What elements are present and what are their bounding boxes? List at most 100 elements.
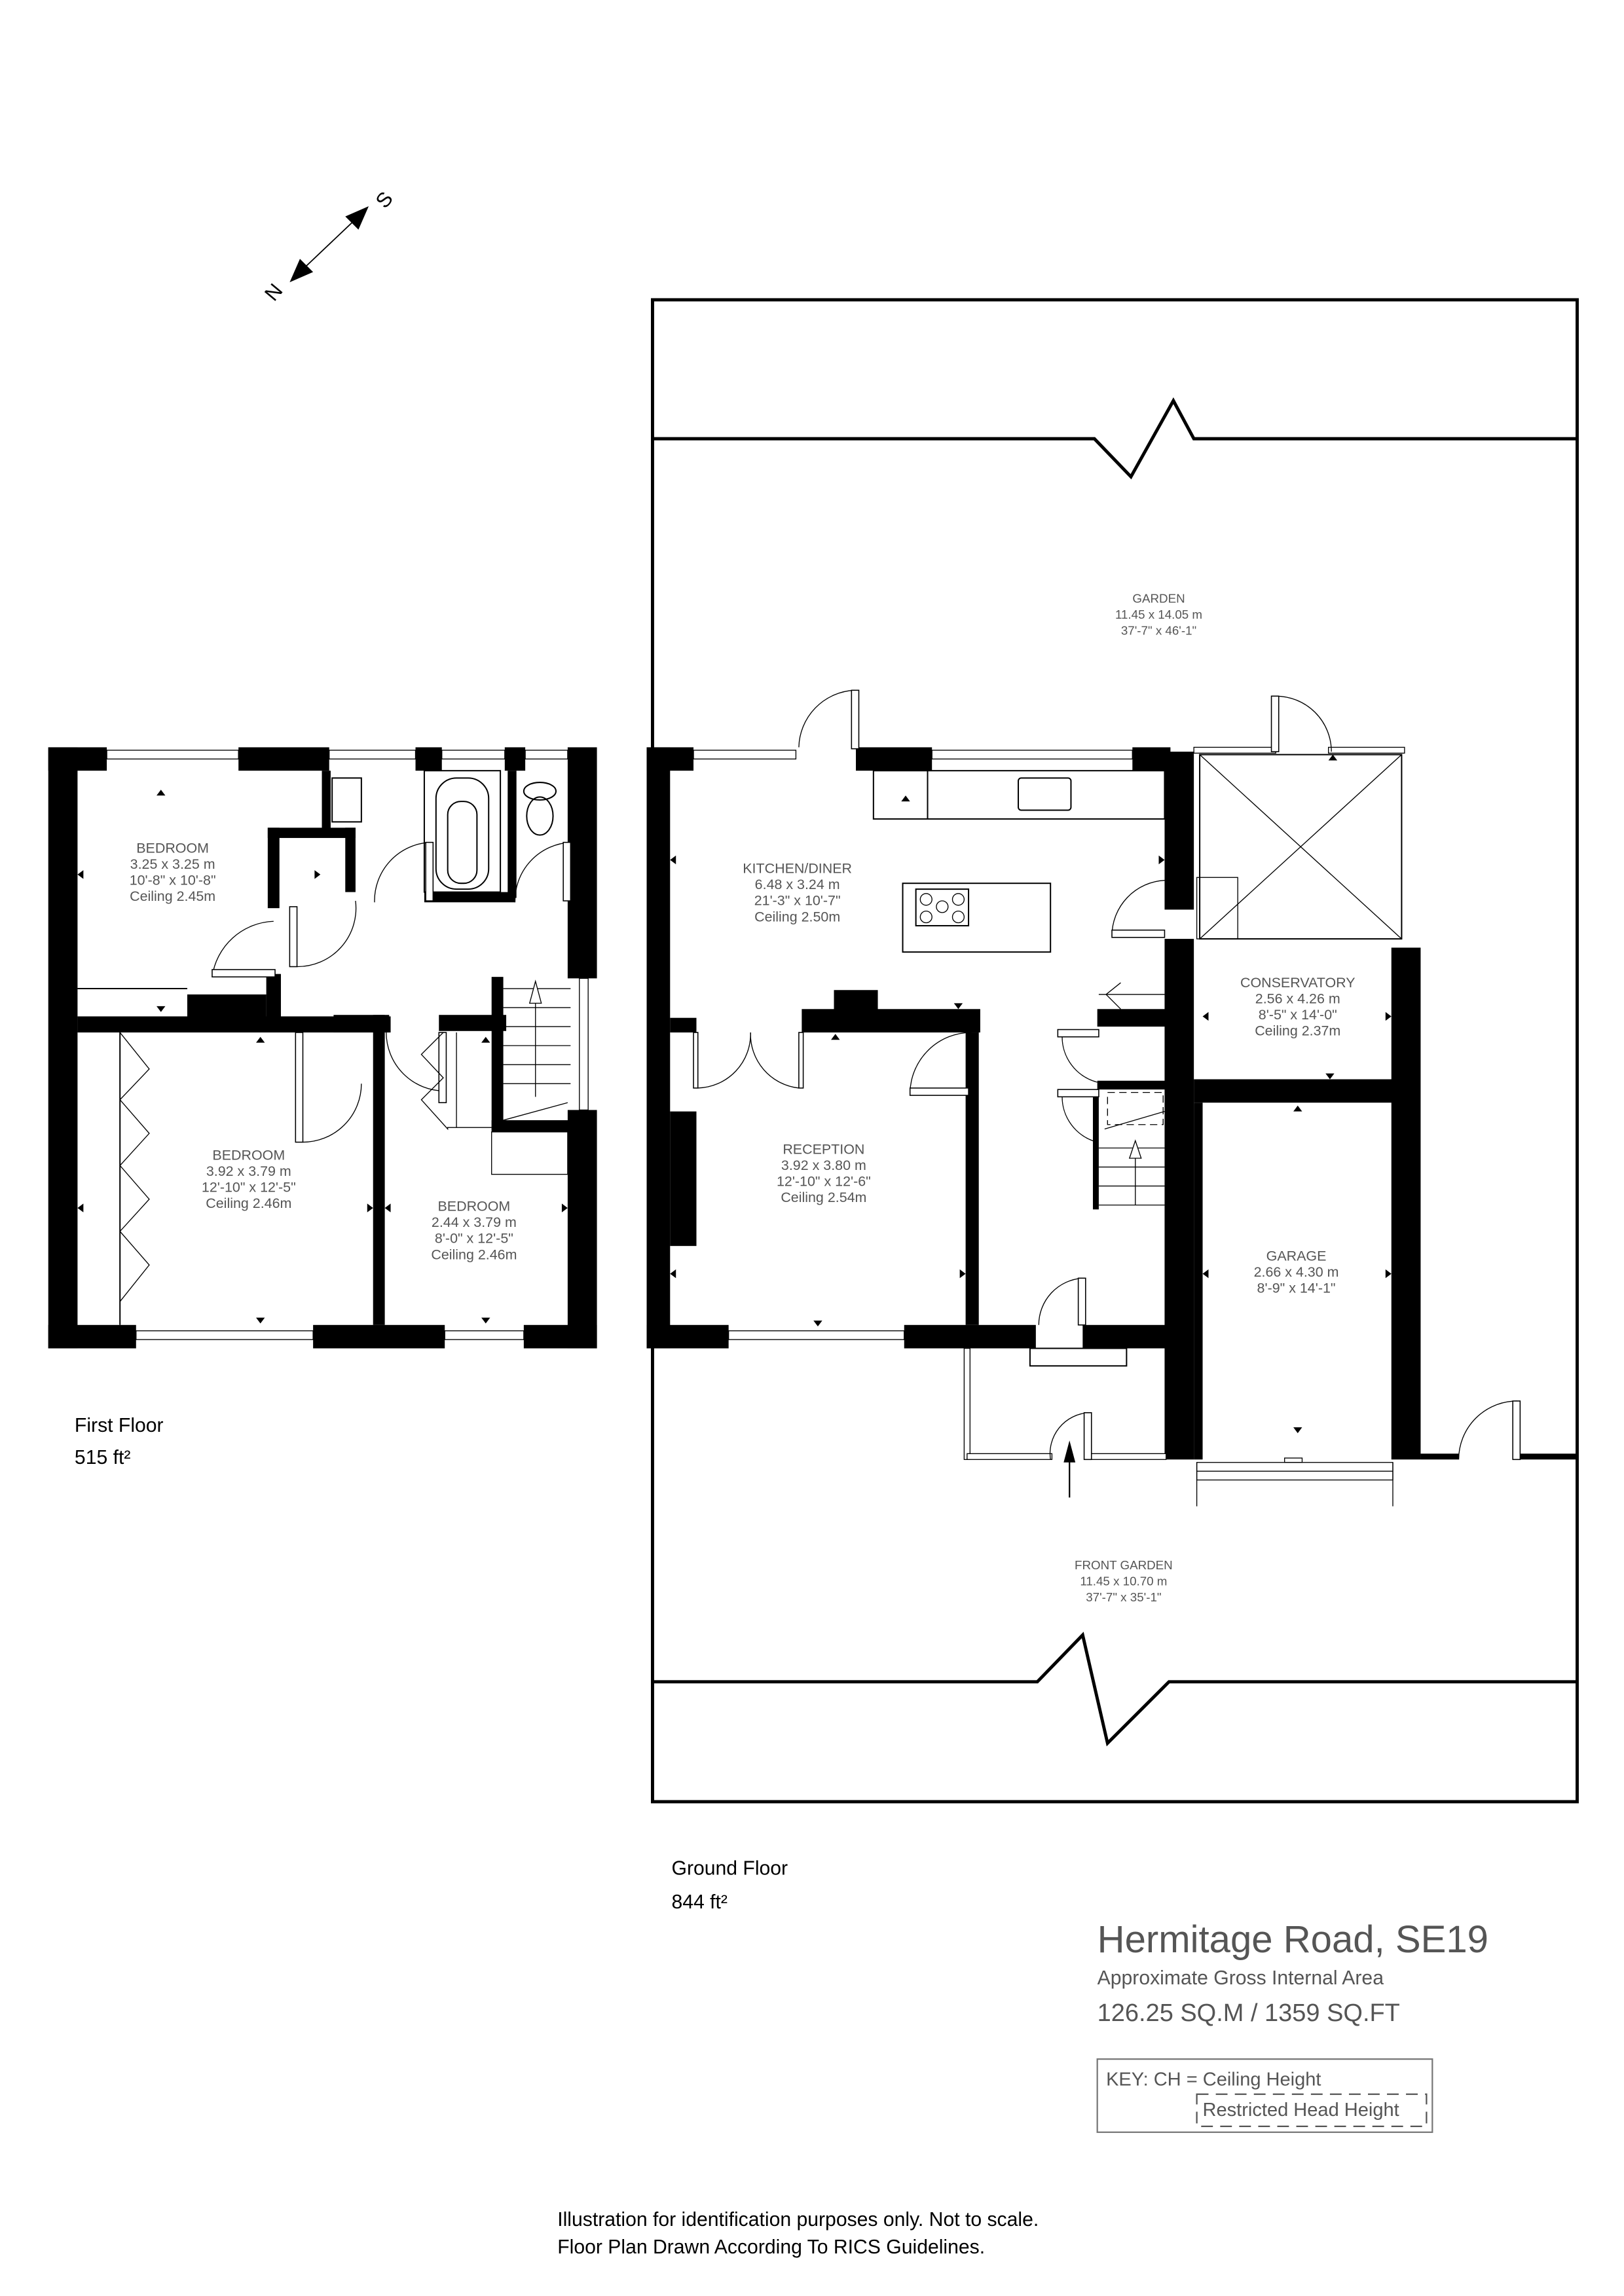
dimension-marker-icon bbox=[1293, 1427, 1302, 1434]
dimension-marker-icon bbox=[670, 1269, 676, 1279]
door-swing bbox=[514, 841, 571, 903]
dimension-marker-icon bbox=[157, 790, 166, 796]
dimension-marker-icon bbox=[157, 1006, 166, 1012]
room-name: FRONT GARDEN bbox=[1075, 1558, 1173, 1572]
room-label-bedroom-1: BEDROOM 3.25 x 3.25 m 10'-8" x 10'-8" Ce… bbox=[130, 840, 216, 904]
door-swing bbox=[212, 920, 274, 977]
dimension-marker-icon bbox=[1328, 754, 1338, 761]
first-floor-area: 515 ft² bbox=[75, 1447, 130, 1468]
door bbox=[1270, 695, 1280, 752]
wall bbox=[48, 1324, 136, 1349]
ground-floor-label: Ground Floor bbox=[672, 1858, 788, 1880]
dimension-marker-icon bbox=[959, 1269, 966, 1279]
room-name: GARAGE bbox=[1266, 1248, 1327, 1264]
room-name: CONSERVATORY bbox=[1240, 975, 1356, 991]
dimension-marker-icon bbox=[1385, 1269, 1392, 1279]
compass-south-label: S bbox=[371, 187, 397, 212]
dimension-marker-icon bbox=[1385, 1011, 1392, 1021]
total-area: 126.25 SQ.M / 1359 SQ.FT bbox=[1098, 1999, 1400, 2027]
door bbox=[295, 1032, 304, 1143]
conservatory-roof bbox=[1199, 754, 1402, 939]
room-imperial: 12'-10" x 12'-5" bbox=[202, 1180, 296, 1195]
room-metric: 6.48 x 3.24 m bbox=[755, 877, 840, 892]
door bbox=[1057, 1089, 1099, 1098]
room-metric: 3.92 x 3.79 m bbox=[206, 1163, 291, 1179]
door-swing bbox=[750, 1032, 799, 1089]
bathtub-icon bbox=[423, 770, 502, 893]
wall bbox=[415, 747, 442, 771]
door bbox=[851, 689, 860, 750]
window bbox=[525, 750, 568, 759]
room-ceiling: Ceiling 2.45m bbox=[130, 888, 215, 904]
front-door bbox=[1077, 1277, 1086, 1326]
wall bbox=[1097, 1080, 1171, 1090]
porch-window bbox=[967, 1453, 1053, 1460]
door-swing bbox=[798, 689, 855, 748]
south-arrow-icon bbox=[345, 206, 369, 230]
wall bbox=[904, 1324, 1036, 1349]
window bbox=[1193, 746, 1276, 754]
room-label-garden: GARDEN 11.45 x 14.05 m 37'-7" x 46'-1" bbox=[1115, 591, 1202, 637]
window bbox=[441, 750, 506, 759]
dimension-marker-icon bbox=[1158, 855, 1165, 865]
conservatory-roof bbox=[1199, 754, 1403, 940]
staircase bbox=[1098, 982, 1165, 1206]
dimension-marker-icon bbox=[481, 1036, 490, 1043]
door bbox=[909, 1087, 969, 1096]
disclaimer-line-2: Floor Plan Drawn According To RICS Guide… bbox=[557, 2236, 985, 2258]
property-title: Hermitage Road, SE19 bbox=[1098, 1918, 1488, 1961]
dimension-marker-icon bbox=[314, 870, 321, 879]
wall bbox=[322, 771, 331, 837]
wall bbox=[267, 828, 280, 909]
wall bbox=[1194, 1079, 1399, 1103]
room-metric: 3.92 x 3.80 m bbox=[781, 1157, 866, 1173]
wall bbox=[1164, 752, 1194, 910]
cupboard-doors bbox=[420, 1032, 492, 1131]
wall bbox=[48, 747, 107, 771]
room-ceiling: Ceiling 2.46m bbox=[206, 1195, 291, 1211]
staircase bbox=[491, 979, 571, 1175]
dimension-marker-icon bbox=[1202, 1269, 1209, 1279]
wall bbox=[567, 747, 597, 979]
wall bbox=[646, 747, 694, 771]
room-label-conservatory: CONSERVATORY 2.56 x 4.26 m 8'-5" x 14'-0… bbox=[1240, 975, 1356, 1039]
wall bbox=[238, 747, 329, 771]
wall bbox=[504, 747, 526, 771]
side-gate bbox=[1512, 1400, 1521, 1461]
chimney-breast bbox=[670, 1111, 697, 1247]
room-metric: 2.56 x 4.26 m bbox=[1255, 991, 1340, 1006]
room-label-front-garden: FRONT GARDEN 11.45 x 10.70 m 37'-7" x 35… bbox=[1075, 1558, 1173, 1604]
dimension-marker-icon bbox=[255, 1317, 265, 1324]
compass: S N bbox=[260, 187, 397, 305]
wall bbox=[491, 977, 504, 1131]
wall bbox=[523, 1324, 597, 1349]
wardrobe-doors bbox=[119, 1032, 150, 1302]
door-swing bbox=[1049, 1412, 1089, 1460]
room-label-bedroom-3: BEDROOM 2.44 x 3.79 m 8'-0" x 12'-5" Cei… bbox=[431, 1199, 517, 1263]
door-swing bbox=[386, 1032, 445, 1092]
ground-floor-plan: GARDEN 11.45 x 14.05 m 37'-7" x 46'-1" K… bbox=[646, 298, 1579, 1804]
door-swing bbox=[374, 841, 430, 903]
window bbox=[1328, 746, 1405, 754]
room-label-reception: RECEPTION 3.92 x 3.80 m 12'-10" x 12'-6"… bbox=[777, 1141, 871, 1205]
dimension-marker-icon bbox=[77, 870, 84, 879]
room-imperial: 8'-5" x 14'-0" bbox=[1259, 1007, 1337, 1023]
toilet-icon bbox=[526, 796, 554, 836]
room-imperial: 37'-7" x 35'-1" bbox=[1086, 1590, 1161, 1604]
room-imperial: 8'-9" x 14'-1" bbox=[1257, 1281, 1336, 1296]
hob-burner-icon bbox=[951, 910, 965, 924]
room-imperial: 21'-3" x 10'-7" bbox=[754, 893, 841, 909]
door-swing bbox=[1038, 1277, 1083, 1325]
window bbox=[106, 750, 239, 759]
dimension-marker-icon bbox=[255, 1036, 265, 1043]
wall bbox=[373, 1015, 385, 1325]
key-ceiling-height: KEY: CH = Ceiling Height bbox=[1106, 2069, 1321, 2090]
room-imperial: 8'-0" x 12'-5" bbox=[435, 1231, 513, 1247]
wall bbox=[670, 1017, 697, 1033]
area-subtitle: Approximate Gross Internal Area bbox=[1098, 1967, 1384, 1989]
hob-burner-icon bbox=[919, 893, 932, 906]
room-name: GARDEN bbox=[1132, 591, 1185, 605]
wall bbox=[646, 1324, 729, 1349]
entrance-arrow-icon bbox=[1063, 1440, 1076, 1463]
